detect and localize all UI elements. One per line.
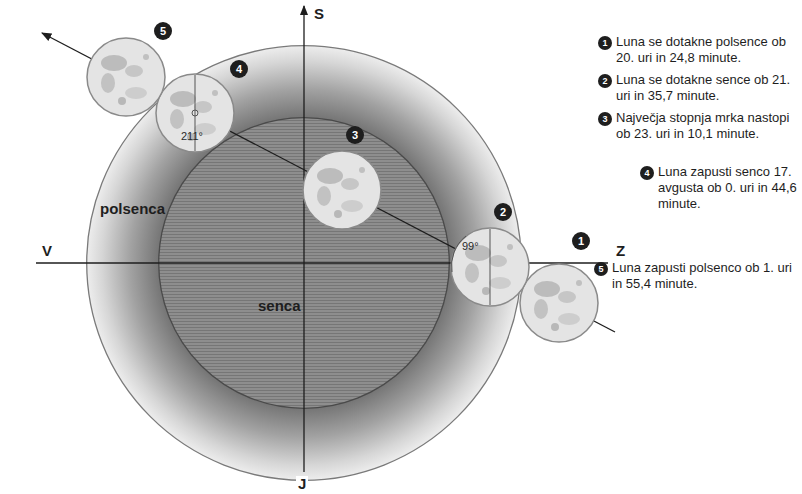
- axis-label: S: [312, 6, 326, 22]
- callout-number: 4: [230, 60, 248, 78]
- note-number: 1: [598, 36, 612, 50]
- note-number: 4: [640, 166, 654, 180]
- axis-label: Z: [614, 243, 627, 259]
- callout-number: 1: [572, 232, 590, 250]
- callout-number: 2: [494, 203, 512, 221]
- region-label: polsenca: [100, 200, 165, 217]
- contact-marks: [192, 75, 490, 305]
- callout-number: 3: [346, 126, 364, 144]
- region-label: senca: [258, 297, 301, 314]
- axis-label: V: [40, 243, 54, 259]
- note-text: Luna zapusti senco 17. avgusta ob 0. uri…: [658, 164, 798, 212]
- note-text: Luna se dotakne sence ob 21. uri in 35,7…: [616, 72, 798, 104]
- north-axis: [303, 6, 304, 472]
- note-number: 3: [598, 112, 612, 126]
- callout-number: 5: [154, 22, 172, 40]
- axis-label: J: [296, 476, 308, 492]
- note-number: 2: [598, 74, 612, 88]
- note-number: 5: [594, 262, 608, 276]
- angle-label: 99°: [462, 240, 479, 252]
- moon-positions: [87, 38, 598, 342]
- note-text: Luna zapusti polsenco ob 1. uri in 55,4 …: [612, 260, 798, 292]
- note-text: Luna se dotakne polsence ob 20. uri in 2…: [616, 34, 798, 66]
- angle-label: 211°: [181, 130, 203, 142]
- note-text: Največja stopnja mrka nastopi ob 23. uri…: [616, 110, 798, 142]
